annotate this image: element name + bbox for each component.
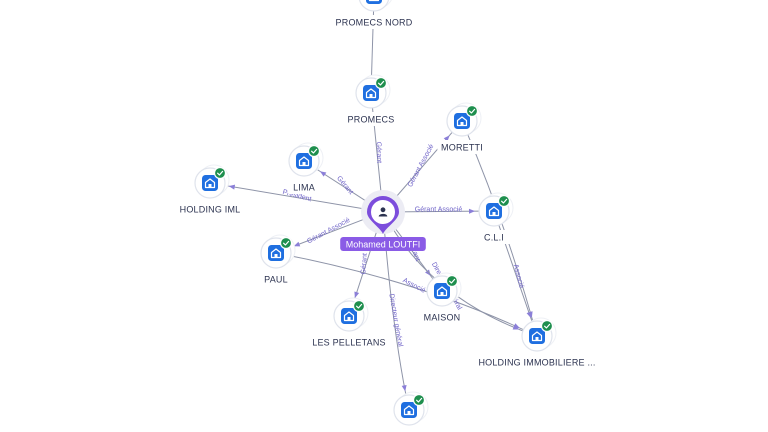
- edge-arrow-icon: [513, 323, 520, 328]
- edge-arrow-icon: [354, 291, 360, 298]
- company-building-icon: [363, 85, 379, 101]
- verified-check-icon: [307, 144, 321, 158]
- node-label-bg: [420, 310, 464, 324]
- node-label-bg: [467, 355, 607, 369]
- verified-check-icon: [412, 393, 426, 407]
- verified-check-icon: [374, 76, 388, 90]
- node-label-bg: [335, 15, 413, 29]
- node-label: PROMECS: [348, 115, 395, 125]
- company-building-icon: [454, 113, 470, 129]
- company-building-icon: [268, 245, 284, 261]
- node-label: C.L.I: [484, 233, 504, 243]
- edge-arrow-icon: [527, 311, 533, 318]
- edge-arrow-icon: [401, 385, 407, 392]
- verified-check-icon: [465, 104, 479, 118]
- node-label-bg: [346, 112, 396, 126]
- verified-check-icon: [445, 274, 459, 288]
- node-label: MORETTI: [441, 143, 483, 153]
- person-icon: [378, 207, 388, 217]
- company-building-icon: [401, 402, 417, 418]
- node-les-pelletans[interactable]: LES PELLETANS: [307, 297, 391, 349]
- node-paul[interactable]: PAUL: [259, 234, 296, 286]
- company-building-icon: [341, 308, 357, 324]
- edge-paul-to-holding-immobiliere: [275, 252, 538, 337]
- node-label: LES PELLETANS: [312, 338, 385, 348]
- edge-arrow-icon: [293, 241, 301, 247]
- edge-arrow-icon: [228, 184, 236, 190]
- edge-label: Gérant: [375, 142, 383, 164]
- edge-label: Gérant: [335, 175, 354, 196]
- company-building-icon: [366, 0, 382, 4]
- edge-arrow-icon: [425, 269, 431, 276]
- center-label: Mohamed LOUTFI: [346, 239, 421, 249]
- node-label-bg: [174, 202, 246, 216]
- edge-arrow-icon: [468, 208, 476, 214]
- node-label-bg: [287, 180, 321, 194]
- node-label-bg: [475, 230, 513, 244]
- edge-arrow-icon: [443, 135, 450, 142]
- node-label: HOLDING IMMOBILIERE ...: [478, 358, 595, 368]
- center-label-bg: [340, 237, 426, 251]
- edge-label: Gérant Associé: [407, 143, 436, 188]
- node-label: HOLDING IML: [180, 205, 241, 215]
- company-building-icon: [434, 283, 450, 299]
- node-moretti[interactable]: MORETTI: [437, 102, 487, 154]
- company-building-icon: [486, 203, 502, 219]
- company-building-icon: [202, 175, 218, 191]
- node-label-bg: [307, 335, 391, 349]
- node-maison[interactable]: MAISON: [420, 272, 464, 324]
- verified-check-icon: [540, 319, 554, 333]
- node-cli[interactable]: C.L.I: [475, 192, 514, 244]
- node-label-bg: [259, 272, 293, 286]
- edge-label: Gérant Associé: [415, 207, 463, 214]
- node-label: LIMA: [293, 183, 315, 193]
- company-building-icon: [296, 153, 312, 169]
- node-person[interactable]: Mohamed LOUTFI: [340, 190, 426, 251]
- nodes-layer: PROMECS NORD PROMECS MORETTI LIMA HOLDING IM…: [174, 0, 607, 432]
- edge-person-to-holding-iml: [209, 182, 384, 213]
- node-promecs[interactable]: PROMECS: [346, 74, 396, 126]
- node-label: PAUL: [264, 275, 288, 285]
- node-holding-groupe[interactable]: HOLDING GROUPE LOUTF...: [339, 391, 479, 432]
- node-promecs-nord[interactable]: PROMECS NORD: [335, 0, 413, 29]
- verified-check-icon: [497, 194, 511, 208]
- node-label: PROMECS NORD: [336, 18, 413, 28]
- company-building-icon: [529, 328, 545, 344]
- edge-label: Gérant: [360, 253, 369, 275]
- verified-check-icon: [279, 236, 293, 250]
- node-label: MAISON: [424, 313, 461, 323]
- verified-check-icon: [352, 299, 366, 313]
- node-label-bg: [437, 140, 487, 154]
- node-holding-iml[interactable]: HOLDING IML: [174, 164, 246, 216]
- edge-arrow-icon: [319, 171, 327, 177]
- node-disc: [358, 0, 390, 12]
- node-lima[interactable]: LIMA: [287, 142, 324, 194]
- edge-label: Associé: [401, 277, 426, 295]
- verified-check-icon: [213, 166, 227, 180]
- node-holding-immobiliere[interactable]: HOLDING IMMOBILIERE ...: [467, 317, 607, 369]
- node-label-bg: [339, 429, 479, 432]
- edge-label: Associé: [512, 264, 525, 290]
